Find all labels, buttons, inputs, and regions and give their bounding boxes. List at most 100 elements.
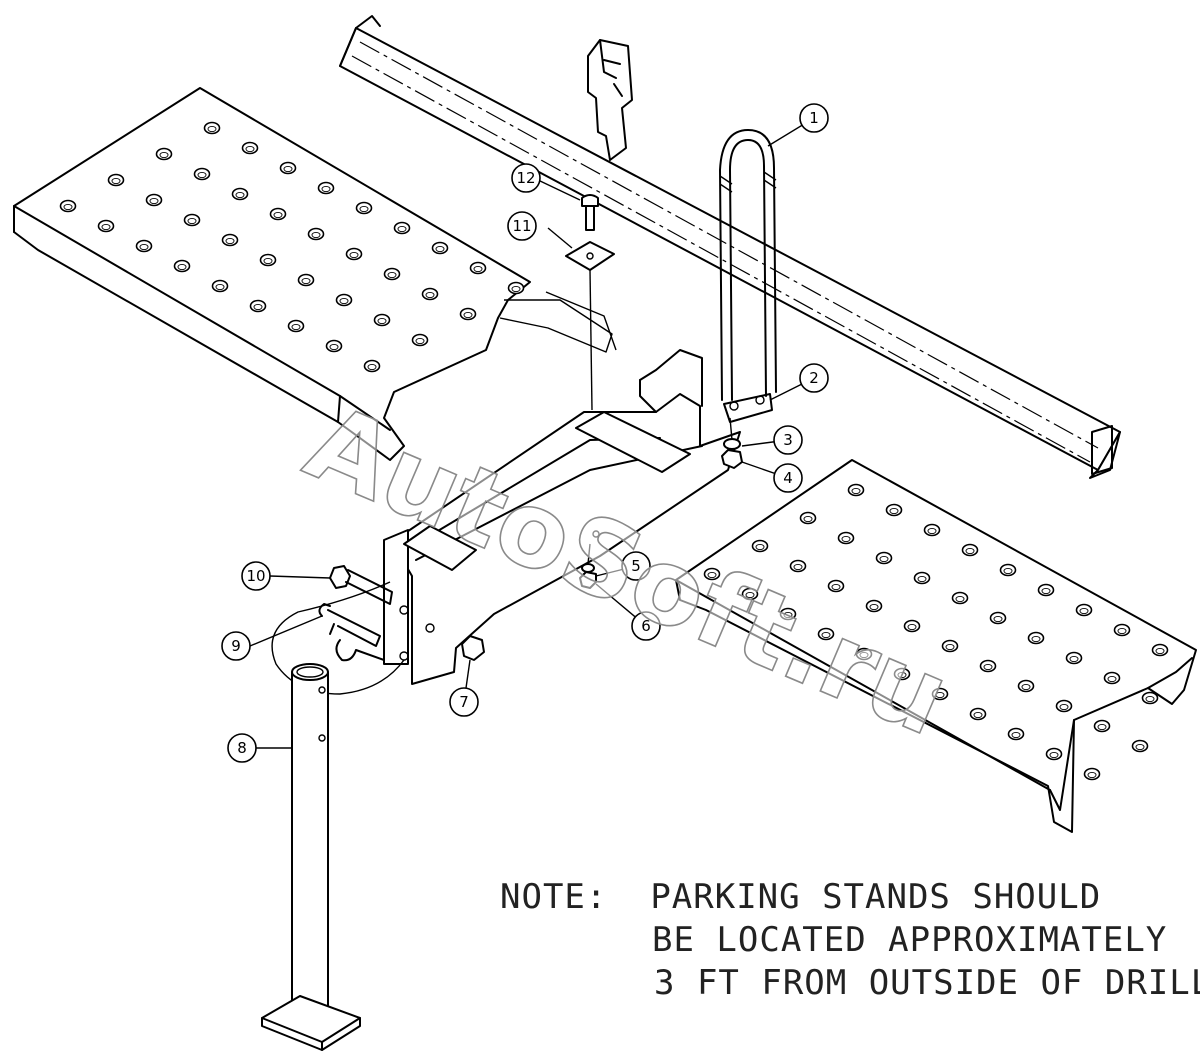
dimple-inner	[831, 583, 841, 591]
dimple-inner	[707, 571, 717, 579]
right-walkboard-dimples	[703, 483, 1169, 781]
installation-note: NOTE: PARKING STANDS SHOULD BE LOCATED A…	[492, 876, 1200, 1005]
dimple-inner	[1087, 771, 1097, 779]
dimple-inner	[473, 265, 483, 273]
left-walkboard	[13, 87, 617, 461]
dimple-inner	[111, 177, 121, 185]
dimple-inner	[63, 203, 73, 211]
hardware	[461, 417, 743, 661]
dimple-inner	[1117, 627, 1127, 635]
dimple-inner	[177, 263, 187, 271]
callout-9-number: 9	[231, 637, 241, 655]
dimple-inner	[197, 171, 207, 179]
dimple-inner	[851, 487, 861, 495]
right-walkboard	[675, 459, 1197, 833]
dimple-inner	[945, 643, 955, 651]
note-line-3: 3 FT FROM OUTSIDE OF DRILL	[654, 963, 1200, 1003]
dimple-inner	[359, 205, 369, 213]
dimple-inner	[783, 611, 793, 619]
callout-12: 12	[511, 163, 541, 193]
note-label: NOTE:	[500, 877, 608, 917]
parking-stand	[261, 663, 361, 1051]
plate-and-bolt	[565, 194, 615, 411]
dimple-inner	[1031, 635, 1041, 643]
dimple-inner	[1107, 675, 1117, 683]
dimple-inner	[1049, 751, 1059, 759]
dimple-inner	[821, 631, 831, 639]
callout-6: 6	[631, 611, 661, 641]
dimple-inner	[463, 311, 473, 319]
dimple-inner	[1003, 567, 1013, 575]
dimple-inner	[377, 317, 387, 325]
dimple-inner	[793, 563, 803, 571]
callout-4: 4	[773, 463, 803, 493]
callout-1: 1	[799, 103, 829, 133]
callout-12-number: 12	[516, 169, 535, 187]
dimple-inner	[321, 185, 331, 193]
dimple-inner	[879, 555, 889, 563]
dimple-inner	[841, 535, 851, 543]
dimple-inner	[245, 145, 255, 153]
dimple-inner	[291, 323, 301, 331]
dimple-inner	[349, 251, 359, 259]
dimple-inner	[311, 231, 321, 239]
dimple-inner	[1041, 587, 1051, 595]
dimple-inner	[973, 711, 983, 719]
dimple-inner	[965, 547, 975, 555]
dimple-inner	[273, 211, 283, 219]
dimple-inner	[859, 651, 869, 659]
callout-10: 10	[241, 561, 271, 591]
mounting-frame	[383, 349, 773, 685]
dimple-inner	[207, 125, 217, 133]
dimple-inner	[225, 237, 235, 245]
callout-3: 3	[773, 425, 803, 455]
callout-8-number: 8	[237, 739, 247, 757]
dimple-inner	[511, 285, 521, 293]
dimple-inner	[215, 283, 225, 291]
callout-7: 7	[449, 687, 479, 717]
dimple-inner	[1059, 703, 1069, 711]
dimple-inner	[101, 223, 111, 231]
note-line-1: NOTE: PARKING STANDS SHOULD	[492, 876, 1132, 919]
callout-6-number: 6	[641, 617, 651, 635]
dimple-inner	[927, 527, 937, 535]
callout-1-number: 1	[809, 109, 819, 127]
dimple-inner	[415, 337, 425, 345]
toolbar-clamp-bracket	[587, 39, 633, 161]
dimple-inner	[1155, 647, 1165, 655]
dimple-inner	[1097, 723, 1107, 731]
callout-9: 9	[221, 631, 251, 661]
note-text-1: PARKING STANDS SHOULD	[650, 877, 1102, 917]
dimple-inner	[263, 257, 273, 265]
dimple-inner	[755, 543, 765, 551]
dimple-inner	[339, 297, 349, 305]
dimple-inner	[1135, 743, 1145, 751]
dimple-inner	[187, 217, 197, 225]
dimple-inner	[397, 225, 407, 233]
callout-10-number: 10	[246, 567, 265, 585]
dimple-inner	[803, 515, 813, 523]
callout-3-number: 3	[783, 431, 793, 449]
dimple-inner	[159, 151, 169, 159]
dimple-inner	[301, 277, 311, 285]
dimple-inner	[283, 165, 293, 173]
dimple-inner	[1011, 731, 1021, 739]
dimple-inner	[139, 243, 149, 251]
dimple-inner	[329, 343, 339, 351]
left-walkboard-dimples	[59, 121, 525, 373]
dimple-inner	[1069, 655, 1079, 663]
callout-7-number: 7	[459, 693, 469, 711]
dimple-inner	[1021, 683, 1031, 691]
callout-11-number: 11	[512, 217, 531, 235]
callout-5: 5	[621, 551, 651, 581]
dimple-inner	[955, 595, 965, 603]
dimple-inner	[869, 603, 879, 611]
callout-2: 2	[799, 363, 829, 393]
dimple-inner	[235, 191, 245, 199]
dimple-inner	[1079, 607, 1089, 615]
hitch-pin	[318, 603, 385, 662]
callout-8: 8	[227, 733, 257, 763]
u-bolt	[719, 129, 777, 401]
dimple-inner	[907, 623, 917, 631]
